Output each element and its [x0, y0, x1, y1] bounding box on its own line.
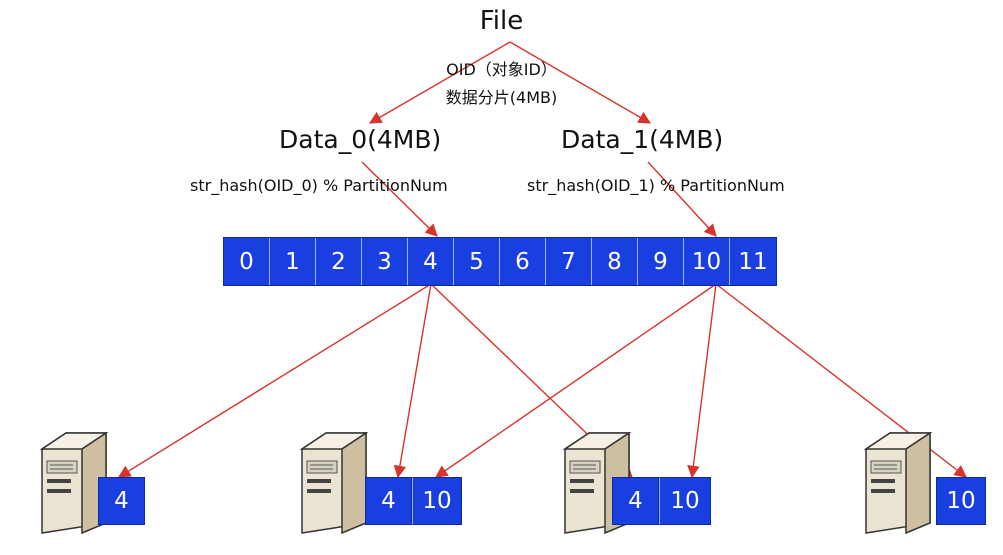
- server-icon: [863, 431, 933, 535]
- file-title: File: [479, 6, 524, 36]
- partition-cell: 4: [408, 238, 454, 285]
- partition-ring: 0 1 2 3 4 5 6 7 8 9 10 11: [223, 237, 777, 286]
- replica-partition: 10: [412, 477, 462, 525]
- replica-partition: 10: [659, 477, 711, 525]
- arrow-file-to-data1: [509, 41, 652, 124]
- partition-cell: 3: [362, 238, 408, 285]
- chunk-label-1: Data_1(4MB): [561, 125, 724, 154]
- partition-cell: 2: [316, 238, 362, 285]
- arrow-partition-4-to-server-1: [117, 283, 432, 478]
- partition-cell: 10: [684, 238, 730, 285]
- partition-cell: 9: [638, 238, 684, 285]
- hash-formula-1: str_hash(OID_1) % PartitionNum: [527, 176, 785, 195]
- arrow-partition-10-to-server-2: [434, 283, 717, 478]
- arrow-file-to-data0: [368, 41, 511, 124]
- partition-cell: 7: [546, 238, 592, 285]
- server-replicas: 10: [936, 477, 986, 525]
- partition-cell: 6: [500, 238, 546, 285]
- hash-formula-0: str_hash(OID_0) % PartitionNum: [190, 176, 448, 195]
- server-replicas: 4: [98, 477, 145, 525]
- arrow-partition-10-to-server-3: [687, 283, 717, 479]
- split-note: 数据分片(4MB): [445, 88, 558, 107]
- chunk-label-0: Data_0(4MB): [279, 125, 442, 154]
- server-icon: [39, 431, 109, 535]
- partition-cell: 11: [730, 238, 776, 285]
- server-replicas: 4 10: [612, 477, 711, 525]
- replica-partition: 4: [365, 477, 412, 525]
- replica-partition: 4: [612, 477, 659, 525]
- partition-cell: 1: [270, 238, 316, 285]
- server-icon: [299, 431, 369, 535]
- replica-partition: 4: [98, 477, 145, 525]
- replica-partition: 10: [936, 477, 986, 525]
- partition-cell: 8: [592, 238, 638, 285]
- arrow-partition-4-to-server-2: [393, 283, 432, 479]
- server-replicas: 4 10: [365, 477, 462, 525]
- oid-note: OID（对象ID）: [446, 60, 557, 79]
- partition-cell: 5: [454, 238, 500, 285]
- partition-cell: 0: [224, 238, 270, 285]
- arrow-data0-to-partition-4: [361, 161, 438, 237]
- arrow-data1-to-partition-10: [647, 161, 717, 237]
